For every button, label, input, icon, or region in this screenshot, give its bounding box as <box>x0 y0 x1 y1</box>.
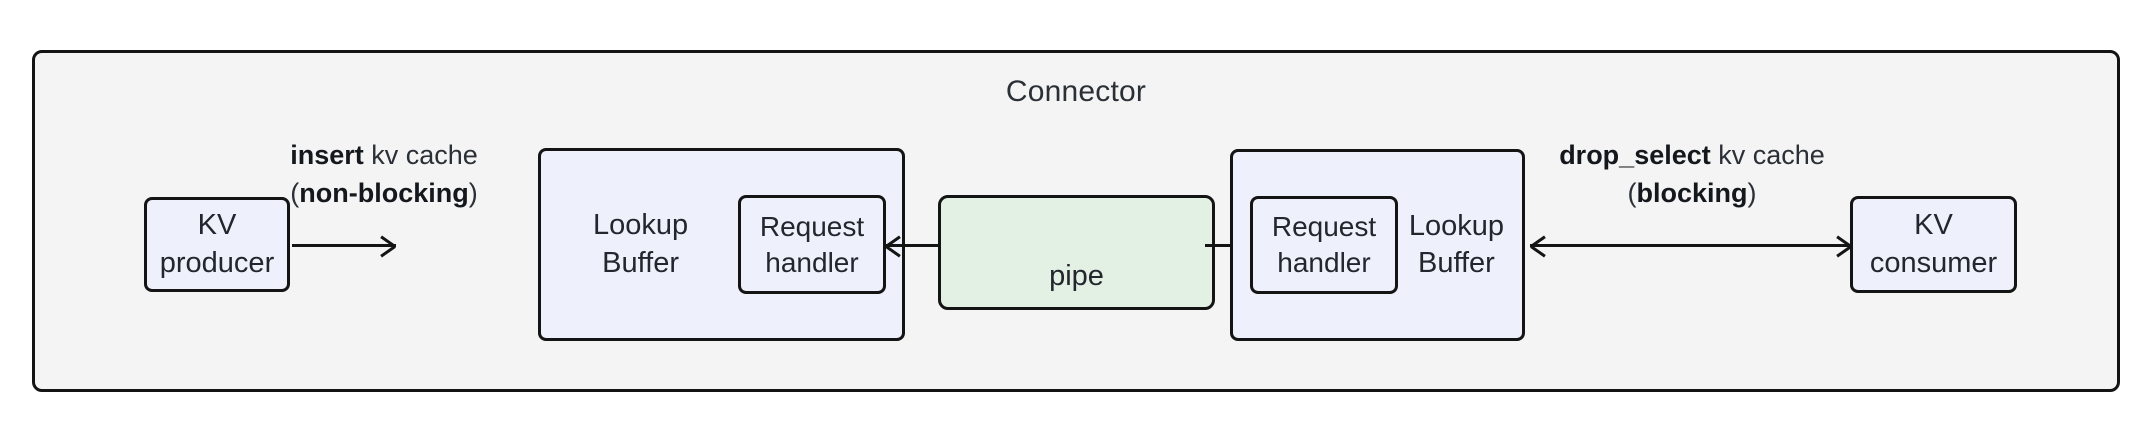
lookup-buffer-right-label: Lookup Buffer <box>1408 209 1504 279</box>
drop-select-edge-label-line1: drop_select kv cache <box>1524 136 1860 174</box>
insert-keyword: insert <box>290 140 364 170</box>
request-handler-left-node: Request handler <box>738 195 886 294</box>
drop-select-edge-label: drop_select kv cache (blocking) <box>1524 136 1860 212</box>
pipe-node: pipe <box>938 195 1215 310</box>
kv-producer-label: KV producer <box>159 209 275 279</box>
insert-edge-label: insert kv cache (non-blocking) <box>254 136 514 212</box>
insert-paren-close: ) <box>468 178 478 208</box>
kv-consumer-node: KV consumer <box>1850 196 2017 293</box>
connector-title: Connector <box>1005 75 1147 108</box>
drop-select-paren-close: ) <box>1747 178 1757 208</box>
kv-consumer-label: KV consumer <box>1869 209 1998 279</box>
drop-select-keyword: drop_select <box>1559 140 1711 170</box>
drop-select-paren-open: ( <box>1627 178 1637 208</box>
non-blocking-keyword: non-blocking <box>299 178 469 208</box>
kv-producer-node: KV producer <box>144 197 290 292</box>
request-handler-right-label: Request handler <box>1271 211 1377 278</box>
lookup-buffer-left-node: Lookup Buffer <box>538 148 905 341</box>
request-handler-left-label: Request handler <box>759 210 865 278</box>
pipe-to-left-handler-arrow-line <box>886 244 946 247</box>
pipe-label: pipe <box>1049 259 1104 292</box>
insert-edge-label-line2: (non-blocking) <box>254 174 514 212</box>
drop-select-arrow-line <box>1530 244 1852 247</box>
insert-edge-label-line1: insert kv cache <box>254 136 514 174</box>
insert-suffix: kv cache <box>363 140 478 170</box>
drop-select-edge-label-line2: (blocking) <box>1524 174 1860 212</box>
insert-arrow-line <box>292 244 396 247</box>
request-handler-right-node: Request handler <box>1250 196 1398 294</box>
insert-paren-open: ( <box>290 178 300 208</box>
lookup-buffer-left-label: Lookup Buffer <box>593 209 689 279</box>
blocking-keyword: blocking <box>1636 178 1748 208</box>
drop-select-suffix: kv cache <box>1710 140 1825 170</box>
